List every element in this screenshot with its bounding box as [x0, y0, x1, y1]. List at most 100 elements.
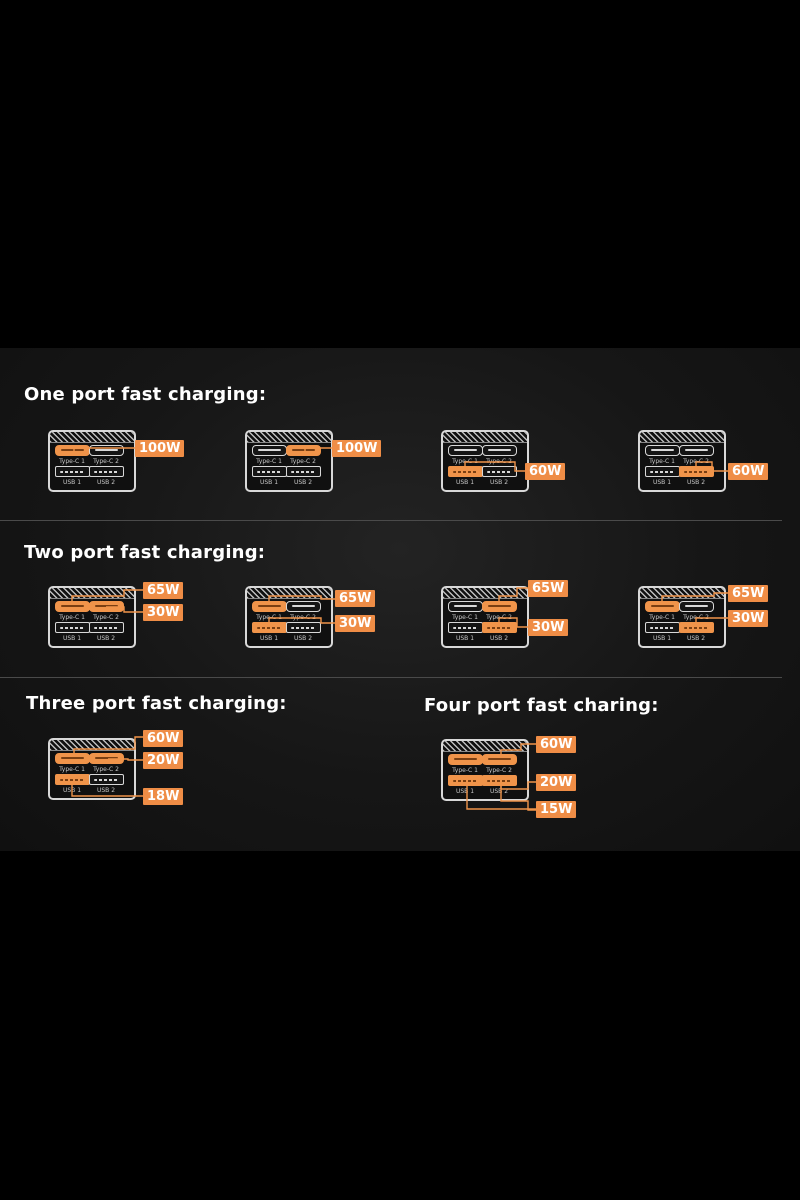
- type-c-port-c2: [679, 445, 714, 456]
- connector-line: [695, 617, 728, 622]
- charger-device: [441, 739, 529, 801]
- usb-port-u2: [286, 622, 321, 633]
- type-c-port-c2: [482, 445, 517, 456]
- connector-line: [268, 595, 335, 601]
- port-label-u2: USB 2: [686, 635, 706, 642]
- port-slot: [61, 605, 84, 607]
- type-c-port-c2: [482, 754, 517, 765]
- port-slot: [95, 605, 118, 607]
- port-label-c1: Type-C 1: [59, 458, 85, 465]
- power-badge: 30W: [728, 610, 769, 627]
- port-label-u1: USB 1: [455, 788, 475, 795]
- port-slot: [488, 758, 511, 760]
- connector-line: [71, 589, 143, 601]
- port-label-u2: USB 2: [293, 479, 313, 486]
- port-slot: [94, 471, 119, 473]
- connector-line: [661, 592, 728, 601]
- port-slot: [650, 471, 675, 473]
- connector-line: [73, 736, 143, 753]
- device-hatch: [443, 588, 527, 599]
- port-label-c1: Type-C 1: [59, 766, 85, 773]
- power-badge: 30W: [143, 604, 184, 621]
- power-badge: 15W: [536, 801, 577, 818]
- port-slot: [684, 627, 709, 629]
- port-slot: [453, 627, 478, 629]
- charging-info-panel: One port fast charging: Two port fast ch…: [0, 348, 800, 851]
- port-label-u2: USB 2: [96, 479, 116, 486]
- port-label-c1: Type-C 1: [649, 458, 675, 465]
- heading-two-port: Two port fast charging:: [24, 542, 266, 563]
- port-label-u1: USB 1: [652, 635, 672, 642]
- charger-device: [638, 430, 726, 492]
- power-badge: 60W: [728, 463, 769, 480]
- power-badge: 30W: [335, 615, 376, 632]
- divider: [0, 677, 782, 678]
- port-slot: [60, 471, 85, 473]
- connector-lines: [661, 592, 728, 622]
- connector-line: [464, 461, 525, 472]
- port-slot: [453, 471, 478, 473]
- power-badge: 20W: [536, 774, 577, 791]
- connector-line: [106, 606, 143, 613]
- usb-port-u2: [286, 466, 321, 477]
- port-slot: [454, 758, 477, 760]
- port-label-c1: Type-C 1: [59, 614, 85, 621]
- device-hatch: [50, 740, 134, 751]
- device-hatch: [640, 588, 724, 599]
- charger-device: [441, 430, 529, 492]
- port-label-u2: USB 2: [293, 635, 313, 642]
- connector-line: [695, 461, 728, 472]
- port-slot: [684, 471, 709, 473]
- port-slot: [488, 605, 511, 607]
- port-label-u2: USB 2: [489, 635, 509, 642]
- power-badge: 65W: [335, 590, 376, 607]
- device-hatch: [50, 588, 134, 599]
- port-slot: [61, 449, 84, 451]
- usb-port-u2: [679, 622, 714, 633]
- divider: [0, 520, 782, 521]
- port-slot: [487, 780, 512, 782]
- connector-line: [500, 743, 536, 754]
- port-slot: [488, 449, 511, 451]
- power-badge: 65W: [728, 585, 769, 602]
- port-label-c1: Type-C 1: [452, 614, 478, 621]
- type-c-port-c2: [286, 601, 321, 612]
- port-label-u1: USB 1: [62, 635, 82, 642]
- power-badge: 18W: [143, 788, 184, 805]
- port-slot: [453, 780, 478, 782]
- usb-port-u2: [89, 466, 124, 477]
- port-slot: [94, 779, 119, 781]
- power-badge: 20W: [143, 752, 184, 769]
- port-label-c2: Type-C 2: [486, 767, 512, 774]
- connector-line: [268, 617, 335, 624]
- connector-line: [498, 617, 528, 628]
- port-slot: [61, 757, 84, 759]
- charger-device: [48, 430, 136, 492]
- connector-line: [71, 785, 143, 797]
- connector-lines: [304, 447, 332, 453]
- port-label-u2: USB 2: [96, 787, 116, 794]
- device-hatch: [443, 741, 527, 752]
- port-slot: [95, 449, 118, 451]
- usb-port-u2: [482, 775, 517, 786]
- connector-line: [500, 786, 536, 811]
- connector-lines: [464, 461, 525, 472]
- connector-line: [466, 786, 536, 810]
- power-badge: 60W: [536, 736, 577, 753]
- port-slot: [94, 627, 119, 629]
- power-badge: 100W: [332, 440, 382, 457]
- connector-line: [304, 447, 332, 453]
- port-slot: [257, 627, 282, 629]
- port-slot: [291, 471, 316, 473]
- connector-lines: [695, 461, 728, 472]
- port-slot: [60, 779, 85, 781]
- port-slot: [487, 627, 512, 629]
- port-slot: [291, 627, 316, 629]
- port-slot: [95, 757, 118, 759]
